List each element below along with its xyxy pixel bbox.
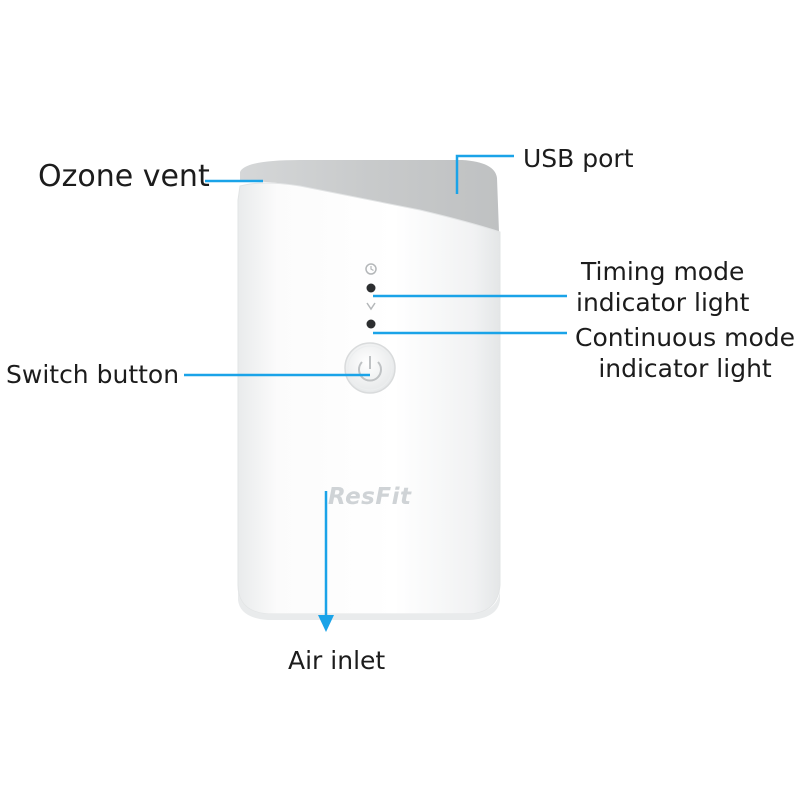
- continuous-mode-label-line1: Continuous mode: [575, 323, 796, 352]
- timing-mode-label-line1: Timing mode: [581, 257, 745, 286]
- leader-usb-port: [455, 154, 514, 194]
- timing-mode-label-line2: indicator light: [576, 288, 750, 317]
- switch-button-graphic: [344, 342, 396, 394]
- timing-mode-icon: [365, 263, 377, 275]
- switch-button-label: Switch button: [6, 360, 180, 389]
- usb-port-label: USB port: [523, 144, 634, 173]
- leader-lines: [184, 154, 567, 615]
- continuous-mode-icon: [366, 302, 376, 311]
- timing-mode-label: Timing mode indicator light: [576, 256, 749, 318]
- continuous-indicator-led: [366, 319, 376, 329]
- power-icon: [358, 356, 382, 382]
- brand-logo: ResFit: [328, 484, 412, 510]
- continuous-mode-label: Continuous mode indicator light: [575, 322, 795, 384]
- continuous-mode-label-line2: indicator light: [598, 354, 772, 383]
- device-bottom-shade: [238, 590, 500, 620]
- ozone-vent-label: Ozone vent: [38, 159, 210, 194]
- timing-indicator-led: [366, 283, 376, 293]
- device-body: [237, 182, 501, 615]
- air-inlet-arrowhead: [318, 615, 334, 632]
- air-inlet-label: Air inlet: [288, 646, 386, 675]
